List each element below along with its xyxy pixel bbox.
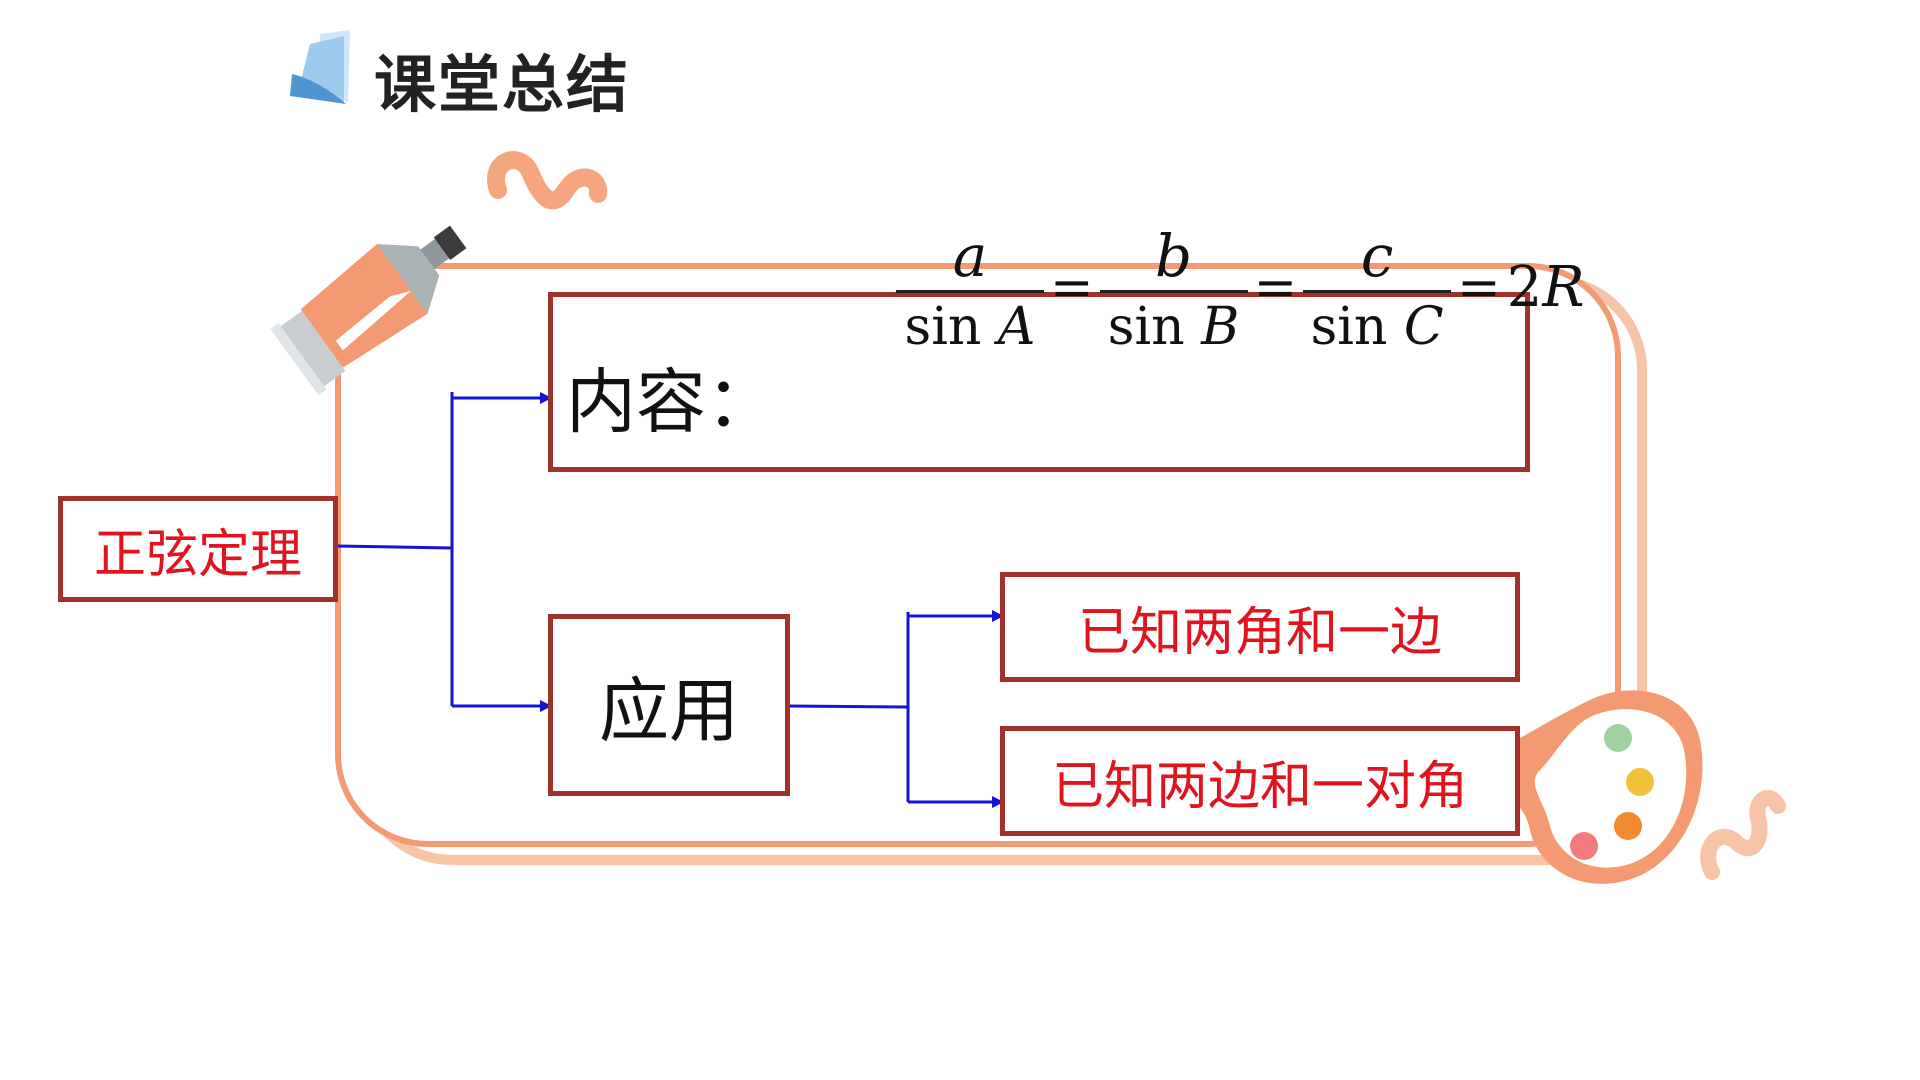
- connector-app-out: [787, 704, 909, 709]
- arrowhead-app2: [992, 796, 1004, 808]
- numerator-b: b: [1155, 222, 1193, 290]
- sine-law-formula: a sin A = b sin B = c sin C = 2R: [896, 222, 1585, 361]
- fraction-b: b sin B: [1099, 222, 1248, 361]
- application-item-2: 已知两边和一对角: [1000, 726, 1520, 836]
- application-item-1: 已知两角和一边: [1000, 572, 1520, 682]
- numerator-c: c: [1360, 222, 1394, 290]
- numerator-a: a: [952, 222, 988, 290]
- squiggle-top-icon: [487, 151, 608, 210]
- denominator-b: sin B: [1107, 297, 1240, 357]
- formula-result: 2R: [1506, 255, 1585, 320]
- application-label: 应用: [599, 669, 739, 752]
- application-item-label: 已知两角和一边: [1077, 602, 1442, 663]
- root-node: 正弦定理: [58, 496, 338, 602]
- arrowhead-app1: [992, 610, 1004, 622]
- arrowhead-content: [540, 392, 552, 404]
- squiggle-bottom-icon: [1700, 790, 1786, 880]
- palette-icon: [1451, 690, 1703, 884]
- page-title: 课堂总结: [374, 48, 631, 121]
- equals-sign: =: [1457, 257, 1501, 318]
- content-label: 内容：: [566, 361, 776, 443]
- arrowhead-application: [540, 700, 552, 712]
- application-node: 应用: [548, 614, 790, 796]
- fraction-c: c sin C: [1303, 222, 1452, 361]
- denominator-c: sin C: [1310, 297, 1444, 357]
- content-node: [548, 292, 1530, 472]
- paint-tube-icon: [270, 225, 467, 396]
- root-label: 正弦定理: [93, 524, 302, 585]
- denominator-a: sin A: [904, 297, 1036, 357]
- fraction-a: a sin A: [896, 222, 1044, 361]
- connector-root-out: [335, 544, 453, 550]
- book-icon: [290, 30, 350, 104]
- equals-sign: =: [1050, 257, 1094, 318]
- equals-sign: =: [1253, 257, 1298, 318]
- application-item-label: 已知两边和一对角: [1051, 756, 1468, 817]
